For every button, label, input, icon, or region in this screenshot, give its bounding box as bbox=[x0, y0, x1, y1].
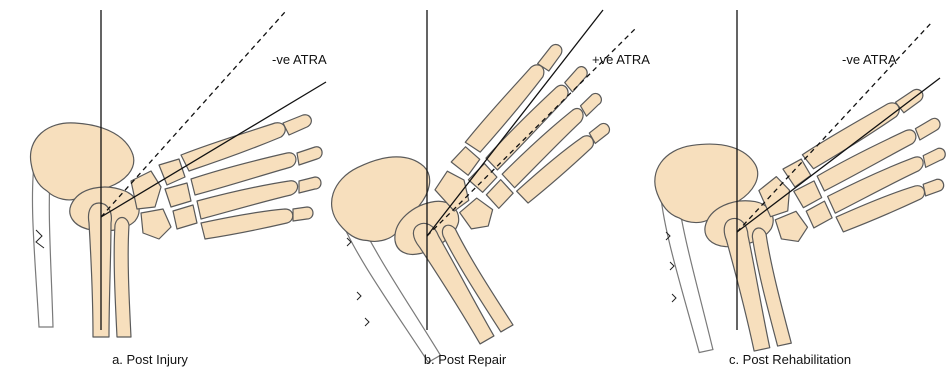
atra-label: +ve ATRA bbox=[592, 52, 650, 67]
foot-skeleton bbox=[315, 37, 679, 374]
atra-label: -ve ATRA bbox=[842, 52, 897, 67]
panel-caption: c. Post Rehabilitation bbox=[729, 352, 851, 367]
foot-skeleton bbox=[647, 86, 949, 364]
panel-caption: b. Post Repair bbox=[424, 352, 507, 367]
panel-post-rehabilitation: -ve ATRA c. Post Rehabilitation bbox=[647, 10, 949, 367]
foot-skeleton bbox=[30, 115, 322, 337]
atra-label: -ve ATRA bbox=[272, 52, 327, 67]
suture-mark bbox=[672, 294, 676, 302]
panel-caption: a. Post Injury bbox=[112, 352, 188, 367]
panel-post-repair: +ve ATRA b. Post Repair bbox=[315, 10, 679, 374]
suture-mark bbox=[670, 262, 674, 270]
suture-mark bbox=[357, 292, 361, 300]
suture-mark bbox=[365, 318, 369, 326]
panel-post-injury: -ve ATRA a. Post Injury bbox=[30, 10, 326, 367]
